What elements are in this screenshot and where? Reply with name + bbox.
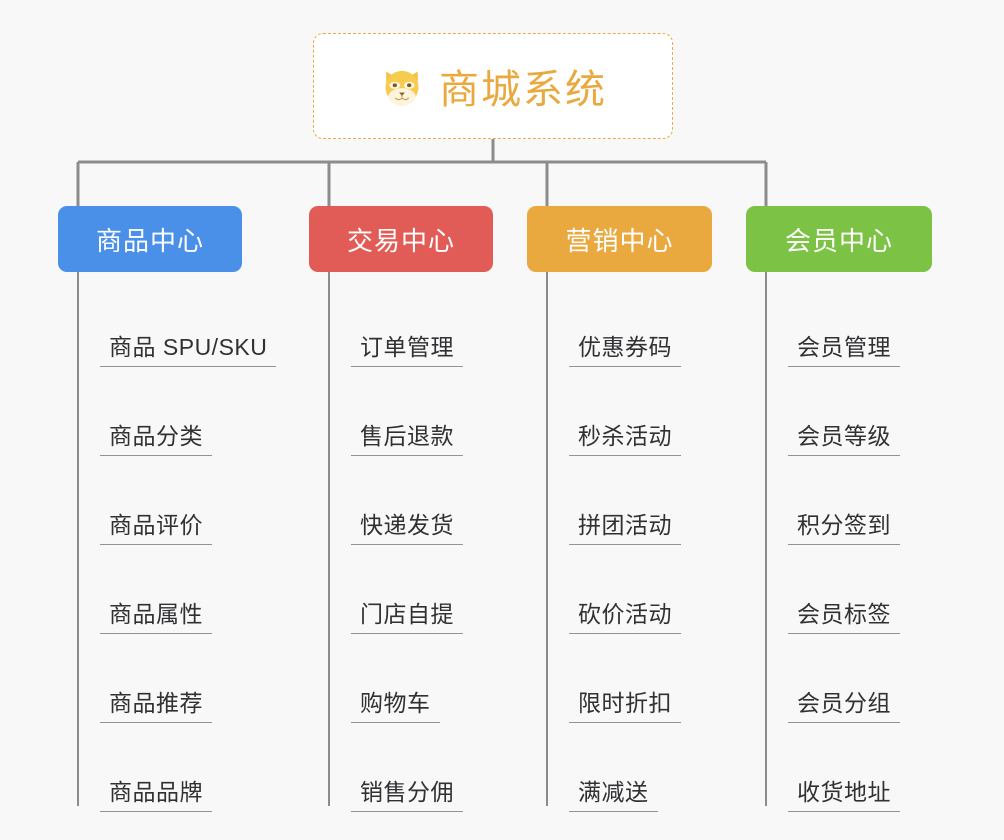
- leaf-item-label: 门店自提: [351, 599, 463, 634]
- category-label: 会员中心: [784, 225, 893, 256]
- branch-product-center: 商品中心商品 SPU/SKU 商品分类商品评价商品属性商品推荐商品品牌: [58, 206, 277, 812]
- leaf-item[interactable]: 秒杀活动: [527, 367, 681, 456]
- leaf-item-label: 会员等级: [788, 421, 900, 456]
- leaf-item-label: 订单管理: [351, 332, 463, 367]
- leaf-item[interactable]: 收货地址: [746, 723, 900, 812]
- leaf-item-label: 商品评价: [100, 510, 212, 545]
- leaf-item[interactable]: 门店自提: [309, 545, 463, 634]
- leaf-item-label: 限时折扣: [569, 688, 681, 723]
- leaf-item[interactable]: 商品 SPU/SKU: [58, 278, 277, 367]
- leaf-item-label: 商品分类: [100, 421, 212, 456]
- leaf-item-label: 会员标签: [788, 599, 900, 634]
- branch-member-center: 会员中心会员管理会员等级积分签到会员标签会员分组收货地址: [746, 206, 932, 812]
- leaf-item[interactable]: 销售分佣: [309, 723, 463, 812]
- leaf-item-label: 商品属性: [100, 599, 212, 634]
- leaf-item-label: 购物车: [351, 688, 440, 723]
- category-label: 交易中心: [346, 225, 455, 256]
- leaf-item-label: 商品品牌: [100, 777, 212, 812]
- branch-trade-center: 交易中心订单管理售后退款快递发货门店自提购物车销售分佣: [309, 206, 493, 812]
- leaf-item-label: 积分签到: [788, 510, 900, 545]
- leaf-item-label: 秒杀活动: [569, 421, 681, 456]
- category-label: 营销中心: [565, 225, 674, 256]
- leaf-item[interactable]: 会员标签: [746, 545, 900, 634]
- leaf-list-member-center: 会员管理会员等级积分签到会员标签会员分组收货地址: [746, 278, 900, 812]
- leaf-item[interactable]: 满减送: [527, 723, 681, 812]
- category-card-marketing-center[interactable]: 营销中心: [527, 206, 712, 272]
- leaf-item-label: 优惠券码: [569, 332, 681, 367]
- leaf-item[interactable]: 商品品牌: [58, 723, 276, 812]
- leaf-item[interactable]: 限时折扣: [527, 634, 681, 723]
- leaf-list-trade-center: 订单管理售后退款快递发货门店自提购物车销售分佣: [309, 278, 463, 812]
- leaf-item-label: 快递发货: [351, 510, 463, 545]
- leaf-item[interactable]: 商品属性: [58, 545, 276, 634]
- leaf-item[interactable]: 会员分组: [746, 634, 900, 723]
- leaf-item-label: 商品推荐: [100, 688, 212, 723]
- leaf-item[interactable]: 商品推荐: [58, 634, 276, 723]
- root-node[interactable]: 商城系统: [313, 33, 673, 139]
- leaf-item[interactable]: 商品分类: [58, 367, 276, 456]
- leaf-item[interactable]: 商品评价: [58, 456, 276, 545]
- leaf-item-label: 售后退款: [351, 421, 463, 456]
- leaf-item-label: 销售分佣: [351, 777, 463, 812]
- branch-marketing-center: 营销中心优惠券码秒杀活动拼团活动砍价活动限时折扣满减送: [527, 206, 712, 812]
- leaf-item[interactable]: 砍价活动: [527, 545, 681, 634]
- leaf-item[interactable]: 订单管理: [309, 278, 463, 367]
- leaf-item[interactable]: 优惠券码: [527, 278, 681, 367]
- leaf-item[interactable]: 快递发货: [309, 456, 463, 545]
- leaf-item-label: 会员分组: [788, 688, 900, 723]
- leaf-list-marketing-center: 优惠券码秒杀活动拼团活动砍价活动限时折扣满减送: [527, 278, 681, 812]
- leaf-item-label: 砍价活动: [569, 599, 681, 634]
- leaf-item-label: 收货地址: [788, 777, 900, 812]
- category-card-trade-center[interactable]: 交易中心: [309, 206, 493, 272]
- leaf-list-product-center: 商品 SPU/SKU 商品分类商品评价商品属性商品推荐商品品牌: [58, 278, 277, 812]
- shiba-dog-face-icon: [379, 63, 425, 109]
- leaf-item-label: 会员管理: [788, 332, 900, 367]
- leaf-item-label: 满减送: [569, 777, 658, 812]
- leaf-item[interactable]: 积分签到: [746, 456, 900, 545]
- category-card-member-center[interactable]: 会员中心: [746, 206, 932, 272]
- root-title: 商城系统: [439, 68, 607, 112]
- leaf-item-label: 商品 SPU/SKU: [100, 332, 277, 367]
- leaf-item[interactable]: 购物车: [309, 634, 463, 723]
- category-card-product-center[interactable]: 商品中心: [58, 206, 242, 272]
- leaf-item[interactable]: 会员等级: [746, 367, 900, 456]
- category-label: 商品中心: [95, 225, 204, 256]
- leaf-item[interactable]: 会员管理: [746, 278, 900, 367]
- leaf-item[interactable]: 拼团活动: [527, 456, 681, 545]
- leaf-item-label: 拼团活动: [569, 510, 681, 545]
- leaf-item[interactable]: 售后退款: [309, 367, 463, 456]
